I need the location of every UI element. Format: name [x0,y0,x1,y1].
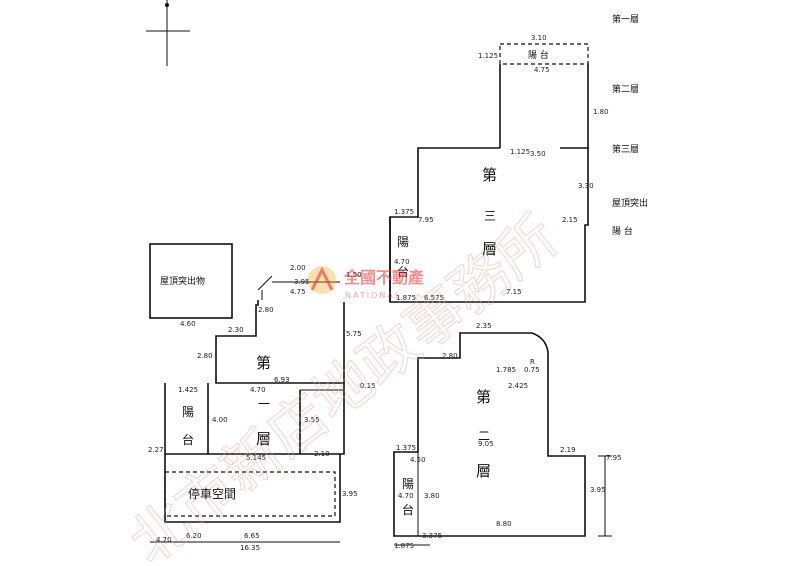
dim-label: 4.00 [212,416,228,424]
roof-protrusion-label: 屋頂突出物 [160,275,205,287]
legend-labels: 第一層 第二層 第三層 屋頂突出 陽 台 [612,13,648,237]
dim-label: 2.27 [148,446,164,454]
dim-label: 7.15 [506,288,522,296]
first-floor-char: 層 [256,430,271,448]
third-floor-char: 層 [482,240,497,258]
second-floor-char: 二 [478,429,490,443]
dim-label: 2.425 [508,382,528,390]
dim-label: 2.35 [476,322,492,330]
dim-label: 3.10 [531,34,547,42]
dim-label: 7.95 [606,454,622,462]
roof-protrusion-room: 屋頂突出物 4.60 [149,243,233,328]
dim-label: 1.425 [178,386,198,394]
legend-roof-balcony-2: 陽 台 [612,225,633,237]
watermark-big-text: 北市新店地政事務所 [117,202,570,566]
dim-label: 1.125 [510,148,530,156]
first-floor-char: 第 [256,354,271,372]
dim-label: 5.145 [246,454,266,462]
dim-label: 0.75 [524,366,540,374]
third-balcony-char: 陽 [397,235,409,249]
legend-second-floor: 第二層 [612,83,639,95]
dimension-lines [150,455,612,546]
dim-label: 3.95 [294,278,310,286]
dim-label: 4.70 [398,492,414,500]
dim-label: 0.15 [360,382,376,390]
dim-label: 4.75 [290,288,306,296]
first-balcony-char: 台 [182,432,194,447]
third-floor-char: 第 [482,166,497,184]
dim-label: 6.575 [424,294,444,302]
dim-label: 3.80 [424,492,440,500]
dim-label: 1.875 [394,542,414,550]
dim-label: 3.95 [590,486,606,494]
dim-label: 1.80 [593,108,609,116]
top-balcony: 陽 台 [499,43,589,65]
watermark-logo-text: 全國不動產 [343,268,424,287]
dim-label: 1.785 [496,366,516,374]
dim-label: 4.70 [394,258,410,266]
second-balcony-char: 陽 [402,477,414,491]
dim-label: 4.75 [534,66,550,74]
third-balcony-char: 台 [397,264,409,279]
top-balcony-label: 陽 台 [528,49,549,61]
dim-label: 3.95 [342,490,358,498]
dim-label: 4.70 [156,536,172,544]
second-floor-outline: 第 二 層 陽 台 [393,332,586,537]
legend-first-floor: 第一層 [612,13,639,25]
dim-label: 1.125 [478,52,498,60]
dim-label: 2.19 [560,446,576,454]
dim-label: 9.05 [478,440,494,448]
second-balcony-char: 台 [402,502,414,517]
legend-third-floor: 第三層 [612,143,639,155]
dim-label: 4.50 [410,456,426,464]
second-floor-char: 層 [476,462,491,480]
dim-label: 1.375 [396,444,416,452]
dim-label: 2.10 [314,450,330,458]
third-floor-outline: 第 三 層 陽 台 [389,64,589,303]
dim-label: 3.55 [304,416,320,424]
dim-label: 2.80 [258,306,274,314]
north-arrow-icon [146,0,190,66]
watermark-stamp: 北市新店地政事務所 [116,202,570,566]
dim-label: 8.80 [496,520,512,528]
second-floor-char: 第 [476,388,491,406]
dim-label: 3.50 [530,150,546,158]
dim-label: 6.93 [274,376,290,384]
dim-label: 1.50 [346,271,362,279]
first-floor-char: 一 [258,397,270,411]
dim-label: 5.75 [346,330,362,338]
dim-label: 3.375 [422,532,442,540]
dim-label: 4.60 [180,320,196,328]
dim-label: 3.30 [578,182,594,190]
dim-label: 6.65 [244,532,260,540]
dim-label: 2.15 [562,216,578,224]
dim-label: 2.00 [290,264,306,272]
watermark-logo-subtext: NATIONAL [345,291,401,300]
first-floor-outline: 第 一 層 陽 台 [164,300,345,523]
first-balcony-char: 陽 [182,405,194,419]
legend-roof-balcony: 屋頂突出 [612,197,648,209]
dim-label: 1.875 [396,294,416,302]
dim-label: 2.80 [197,352,213,360]
dim-label: 1.375 [394,208,414,216]
dim-label: 16.35 [240,544,260,552]
parking-space: 停車空間 [164,471,336,517]
dim-label: R [530,358,535,366]
logo-icon: 全國不動產 NATIONAL [308,266,424,300]
dim-label: 2.30 [228,326,244,334]
parking-label: 停車空間 [188,486,236,501]
dim-label: 7.95 [418,216,434,224]
third-floor-char: 三 [484,209,496,223]
dim-label: 2.80 [442,352,458,360]
dim-label: 6.20 [186,532,202,540]
dimension-labels: 3.10 4.75 1.125 1.80 1.125 3.50 7.95 1.3… [148,34,622,552]
dim-label: 4.70 [250,386,266,394]
